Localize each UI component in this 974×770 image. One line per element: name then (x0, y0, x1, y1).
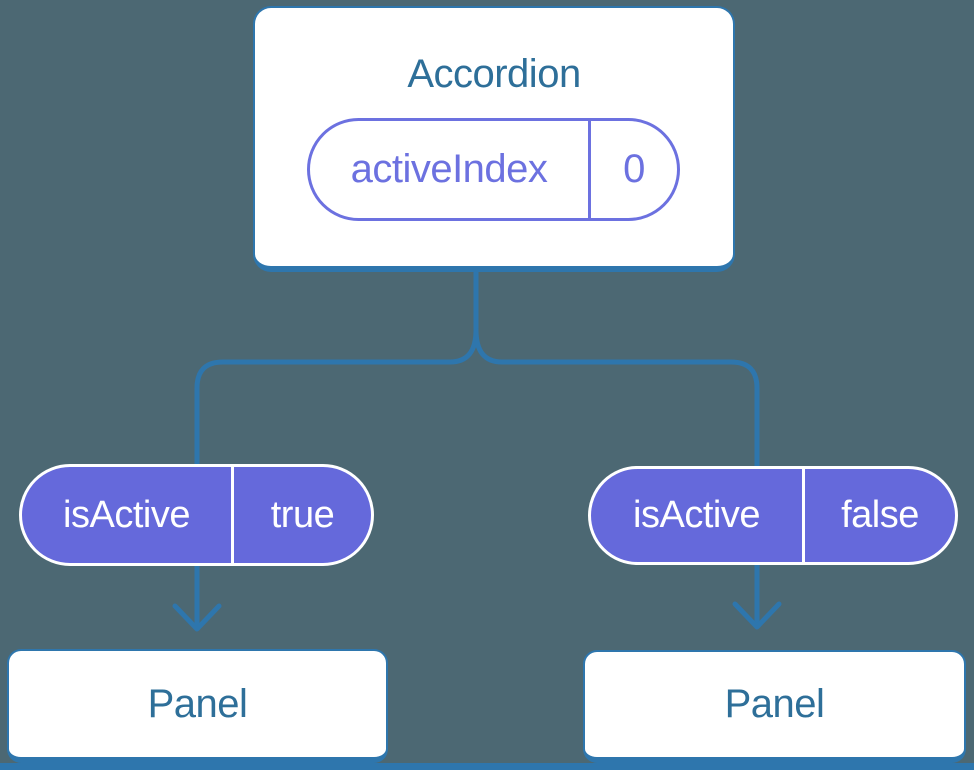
prop-name: isActive (22, 467, 234, 563)
component-title: Panel (147, 681, 248, 726)
panel-component-card-right: Panel (583, 650, 966, 763)
prop-pill-left: isActive true (19, 464, 374, 566)
prop-pill-right: isActive false (588, 466, 958, 565)
down-arrow-left-icon (172, 603, 222, 632)
connector-branch-left (194, 327, 479, 629)
down-arrow-right-icon (732, 601, 782, 630)
accordion-component-card: Accordion activeIndex 0 (253, 6, 735, 272)
prop-value: false (841, 494, 919, 536)
connector-branch-right (473, 327, 760, 627)
prop-name: isActive (591, 469, 805, 562)
bottom-edge-band (0, 763, 974, 770)
prop-value: true (270, 493, 335, 536)
panel-component-card-left: Panel (7, 649, 388, 763)
state-name: activeIndex (310, 121, 591, 218)
component-title: Panel (724, 682, 825, 726)
state-value: 0 (623, 147, 645, 191)
state-pill: activeIndex 0 (307, 118, 680, 221)
component-title: Accordion (407, 52, 581, 96)
